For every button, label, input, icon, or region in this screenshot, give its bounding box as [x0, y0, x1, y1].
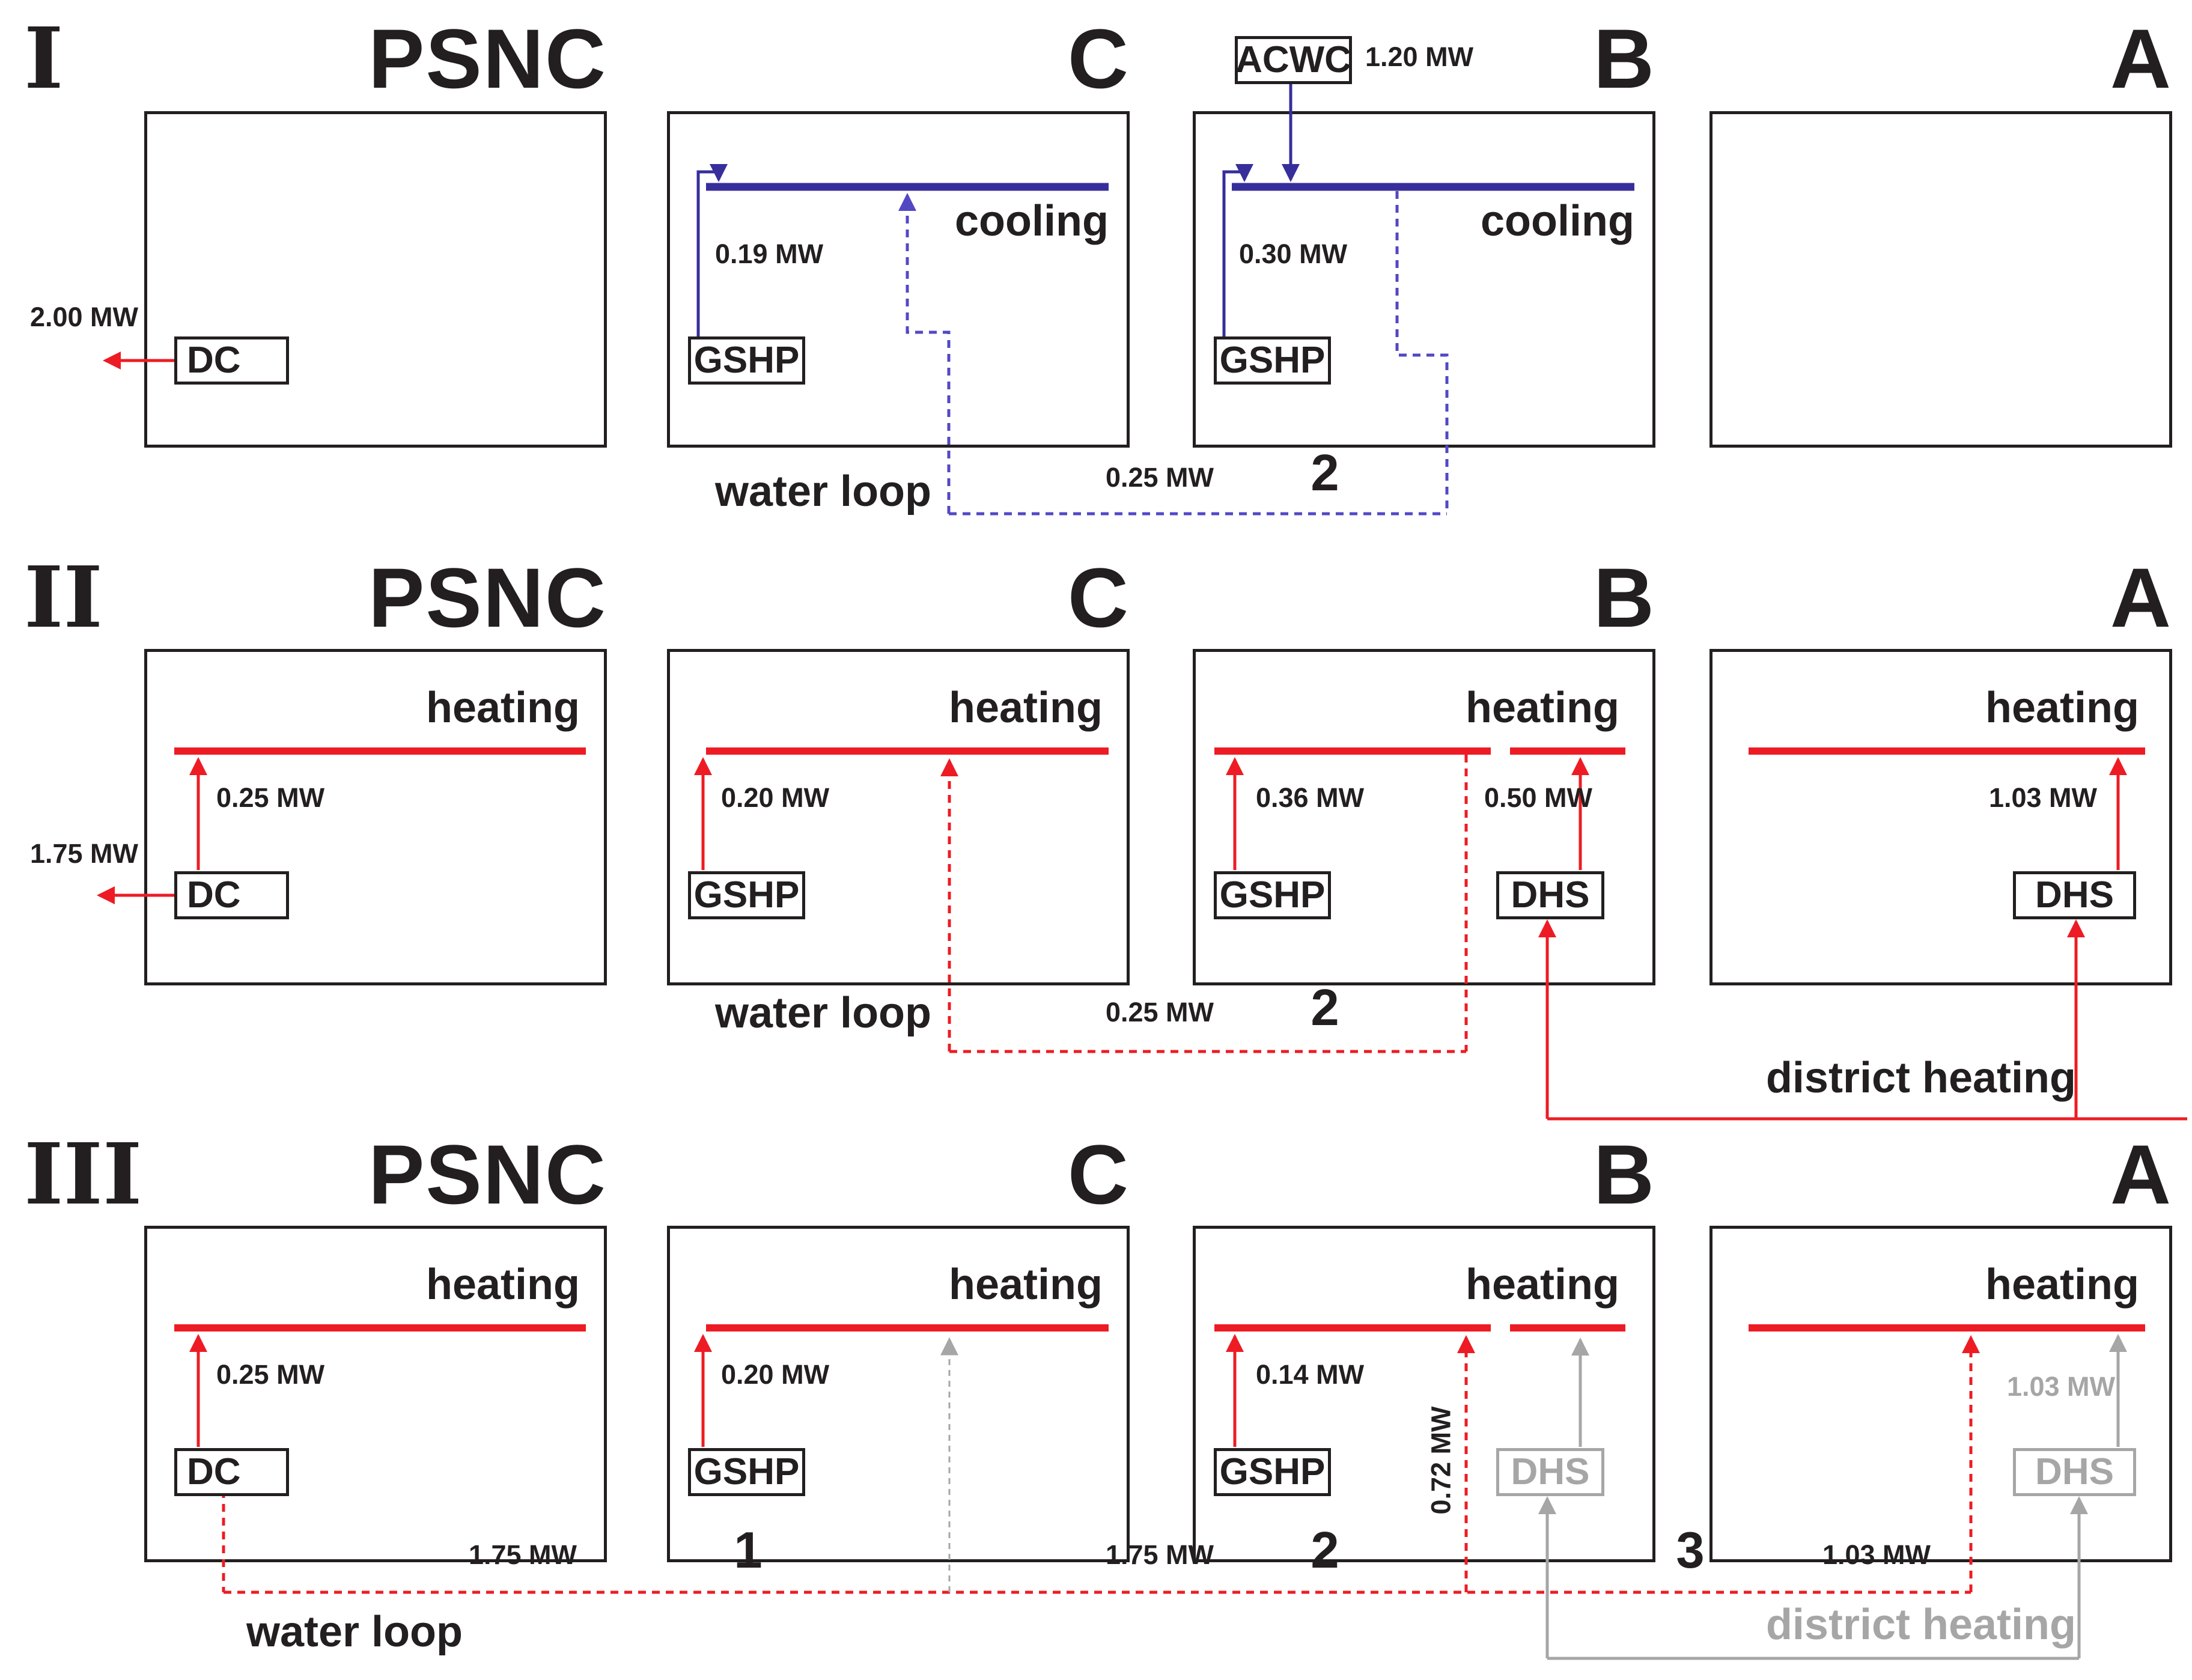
cooling-label-b: cooling	[1481, 197, 1634, 245]
gshp-unit-c-2: GSHP	[688, 871, 805, 919]
gshp-c-value-1: 0.19 MW	[715, 239, 824, 269]
loop-segment-3c: 3	[1676, 1522, 1705, 1579]
gshp-unit-b-3: GSHP	[1214, 1448, 1331, 1496]
dc-value-3: 0.25 MW	[216, 1359, 325, 1390]
building-title-c-2: C	[1067, 550, 1130, 645]
heating-label-b-3: heating	[1465, 1261, 1619, 1309]
cooling-label-c: cooling	[955, 197, 1109, 245]
building-b-3	[1193, 1226, 1655, 1562]
gshp-c-value-3: 0.20 MW	[721, 1359, 830, 1390]
building-psnc-3	[144, 1226, 607, 1562]
loop-segment-3b: 2	[1311, 1522, 1339, 1579]
heating-label-psnc-2: heating	[425, 684, 580, 732]
dc-unit-1: DC	[174, 336, 289, 385]
heating-label-c-3: heating	[948, 1261, 1103, 1309]
building-b-2	[1193, 649, 1655, 985]
dhs-a-value-2: 1.03 MW	[1988, 782, 2098, 813]
heating-label-b-2: heating	[1465, 684, 1619, 732]
export-value-1: 2.00 MW	[29, 302, 138, 332]
loop-value-3b: 1.75 MW	[1105, 1539, 1214, 1570]
building-c-1	[667, 111, 1130, 448]
building-title-b-1: B	[1593, 11, 1655, 106]
building-title-a-2: A	[2110, 550, 2172, 645]
loop-value-1: 0.25 MW	[1105, 462, 1214, 493]
building-a-2	[1709, 649, 2172, 985]
building-psnc-1	[144, 111, 607, 448]
district-heating-label-2: district heating	[1765, 1054, 2076, 1102]
loop-tap-into-c	[898, 192, 951, 514]
scenario-3-network	[174, 1324, 2145, 1660]
building-a-3	[1709, 1226, 2172, 1562]
loop-segment-2: 2	[1311, 979, 1339, 1036]
loop-segment-3a: 1	[734, 1522, 763, 1579]
building-title-psnc-1: PSNC	[368, 11, 607, 106]
acwc-unit: ACWC	[1235, 36, 1352, 84]
loop-value-3c: 1.03 MW	[1822, 1539, 1931, 1570]
acwc-value: 1.20 MW	[1365, 41, 1474, 72]
dc-unit-3: DC	[174, 1448, 289, 1496]
scenario-2-network	[96, 747, 2187, 1121]
dhs-a-value-3: 1.03 MW	[2006, 1371, 2116, 1402]
building-title-b-3: B	[1593, 1127, 1655, 1222]
building-title-a-1: A	[2110, 11, 2172, 106]
gshp-unit-b-1: GSHP	[1214, 336, 1331, 385]
loop-segment-1: 2	[1311, 445, 1339, 502]
gshp-b-value-1: 0.30 MW	[1239, 239, 1348, 269]
building-title-c-1: C	[1067, 11, 1130, 106]
loop-value-3a: 1.75 MW	[468, 1539, 577, 1570]
building-c-3	[667, 1226, 1130, 1562]
water-loop-label-1: water loop	[714, 467, 932, 516]
building-a-1	[1709, 111, 2172, 448]
dc-unit-2: DC	[174, 871, 289, 919]
heating-label-a-3: heating	[1985, 1261, 2139, 1309]
heating-label-c-2: heating	[948, 684, 1103, 732]
heating-label-psnc-3: heating	[425, 1261, 580, 1309]
loop-value-2: 0.25 MW	[1105, 997, 1214, 1027]
scenario-3-numeral: III	[24, 1125, 142, 1224]
dhs-b-value-2: 0.50 MW	[1484, 782, 1593, 813]
dhs-unit-a-2: DHS	[2013, 871, 2136, 919]
gshp-c-value-2: 0.20 MW	[721, 782, 830, 813]
scenario-1-numeral: I	[24, 10, 64, 108]
building-psnc-2	[144, 649, 607, 985]
district-heating-label-3: district heating	[1765, 1601, 2076, 1649]
water-loop-label-3: water loop	[246, 1608, 463, 1656]
dhs-unit-b-2: DHS	[1496, 871, 1604, 919]
dhs-unit-a-3: DHS	[2013, 1448, 2136, 1496]
gshp-unit-c-1: GSHP	[688, 336, 805, 385]
building-b-1	[1193, 111, 1655, 448]
heating-label-a-2: heating	[1985, 684, 2139, 732]
gshp-unit-b-2: GSHP	[1214, 871, 1331, 919]
loop-in-value-b-3: 0.72 MW	[1425, 1406, 1457, 1515]
building-title-psnc-2: PSNC	[368, 550, 607, 645]
gshp-c-cooling-arrow	[696, 164, 728, 339]
dc-value-2: 0.25 MW	[216, 782, 325, 813]
scenario-1-network	[102, 78, 1634, 516]
building-title-c-3: C	[1067, 1127, 1130, 1222]
dhs-unit-b-3: DHS	[1496, 1448, 1604, 1496]
building-title-a-3: A	[2110, 1127, 2172, 1222]
gshp-b-cooling-arrow	[1222, 164, 1253, 339]
export-value-2: 1.75 MW	[29, 838, 138, 869]
building-title-psnc-3: PSNC	[368, 1127, 607, 1222]
loop-tap-from-b	[1395, 191, 1449, 514]
gshp-b-value-3: 0.14 MW	[1256, 1359, 1365, 1390]
water-loop-label-2: water loop	[714, 989, 932, 1037]
scenario-2-numeral: II	[24, 549, 103, 647]
gshp-b-value-2: 0.36 MW	[1256, 782, 1365, 813]
building-c-2	[667, 649, 1130, 985]
gshp-unit-c-3: GSHP	[688, 1448, 805, 1496]
building-title-b-2: B	[1593, 550, 1655, 645]
